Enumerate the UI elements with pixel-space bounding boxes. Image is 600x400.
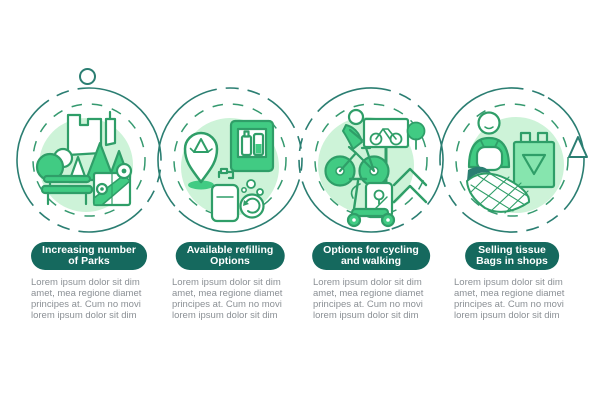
description-line: lorem ipsum dolor sit dim (454, 310, 560, 321)
refill-station-icon (183, 119, 275, 223)
infographic-step-1: Increasing number of Parks Lorem ipsum d… (16, 0, 162, 400)
step-title-badge: Selling tissue Bags in shops (465, 242, 559, 270)
description-line: lorem ipsum dolor sit dim (313, 310, 419, 321)
description-line: principes at. Cum no movi (31, 299, 141, 310)
triangle-marker-icon (568, 136, 588, 158)
description-line: amet, mea regione diamet (31, 288, 142, 299)
description-line: amet, mea regione diamet (172, 288, 283, 299)
step-title-line: and walking (340, 255, 402, 267)
step-title-line: Increasing number (42, 244, 136, 256)
description-line: amet, mea regione diamet (313, 288, 424, 299)
outer-ring (157, 87, 303, 233)
description-line: Lorem ipsum dolor sit dim (313, 277, 422, 288)
step-title-line: Bags in shops (476, 255, 548, 267)
step-title-line: Options for cycling (323, 244, 419, 256)
description-line: amet, mea regione diamet (454, 288, 565, 299)
cycling-illustration (298, 87, 444, 233)
refill-illustration (157, 87, 303, 233)
bags-illustration (439, 87, 585, 233)
description-line: Lorem ipsum dolor sit dim (172, 277, 281, 288)
step-description: Lorem ipsum dolor sit dim amet, mea regi… (313, 277, 429, 321)
description-line: principes at. Cum no movi (172, 299, 282, 310)
step-title-badge: Available refilling Options (175, 242, 285, 270)
description-line: principes at. Cum no movi (454, 299, 564, 310)
step-description: Lorem ipsum dolor sit dim amet, mea regi… (172, 277, 288, 321)
outer-ring (439, 87, 585, 233)
park-illustration (16, 87, 162, 233)
inner-dashed-ring (455, 103, 569, 217)
step-title-line: of Parks (68, 255, 110, 267)
park-city-icon (35, 110, 133, 207)
step-description: Lorem ipsum dolor sit dim amet, mea regi… (31, 277, 147, 321)
tissue-bags-icon (466, 111, 556, 214)
cycling-walking-icon (324, 108, 428, 228)
inner-dashed-ring (32, 103, 146, 217)
outer-ring (16, 87, 162, 233)
infographic-step-3: Options for cycling and walking Lorem ip… (298, 0, 444, 400)
step-description: Lorem ipsum dolor sit dim amet, mea regi… (454, 277, 570, 321)
infographic-step-4: Selling tissue Bags in shops Lorem ipsum… (439, 0, 585, 400)
description-line: principes at. Cum no movi (313, 299, 423, 310)
description-line: Lorem ipsum dolor sit dim (454, 277, 563, 288)
step-title-line: Available refilling (186, 244, 274, 256)
milestone-dot-icon (79, 68, 96, 85)
description-line: Lorem ipsum dolor sit dim (31, 277, 140, 288)
step-title-badge: Increasing number of Parks (31, 242, 147, 270)
step-title-line: Options (210, 255, 250, 267)
description-line: lorem ipsum dolor sit dim (31, 310, 137, 321)
step-title-line: Selling tissue (478, 244, 546, 256)
description-line: lorem ipsum dolor sit dim (172, 310, 278, 321)
step-title-badge: Options for cycling and walking (312, 242, 430, 270)
infographic-step-2: Available refilling Options Lorem ipsum … (157, 0, 303, 400)
